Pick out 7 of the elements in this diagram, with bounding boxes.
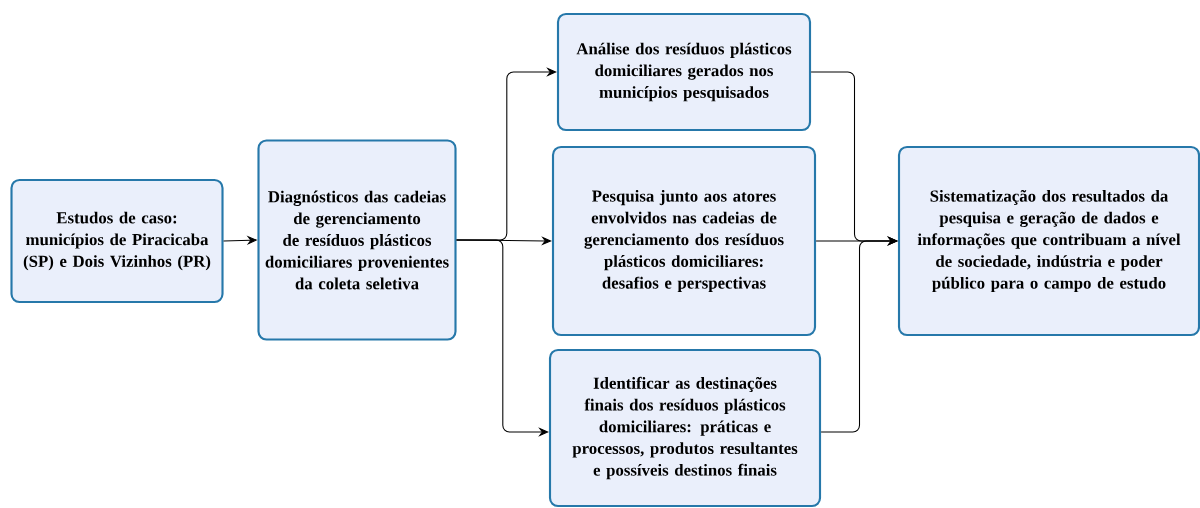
process-box: Análise dos resíduos plásticos domiciliares gerados nos municípios pesquisados [556,12,812,132]
process-box: Identificar as destinações finais dos resíduos plásticos domiciliares: práticas e processos, produtos resultantes e possíveis destinos finais [548,348,822,508]
arrow [820,236,898,433]
process-box: Estudos de caso: municípios de Piracicaba (SP) e Dois Vizinhos (PR) [10,178,224,304]
process-box: Sistematização dos resultados da pesquisa e geração de dados e informações que contribuam a nível de sociedade, indústria e poder público para o campo de estudo [897,145,1200,337]
process-box: Pesquisa junto aos atores envolvidos nas cadeias de gerenciamento dos resíduos plásticos domiciliares: desafios e perspectivas [551,145,817,337]
process-box: Diagnósticos das cadeias de gerenciamento de resíduos plásticos domiciliares provenientes da coleta seletiva [257,139,457,341]
